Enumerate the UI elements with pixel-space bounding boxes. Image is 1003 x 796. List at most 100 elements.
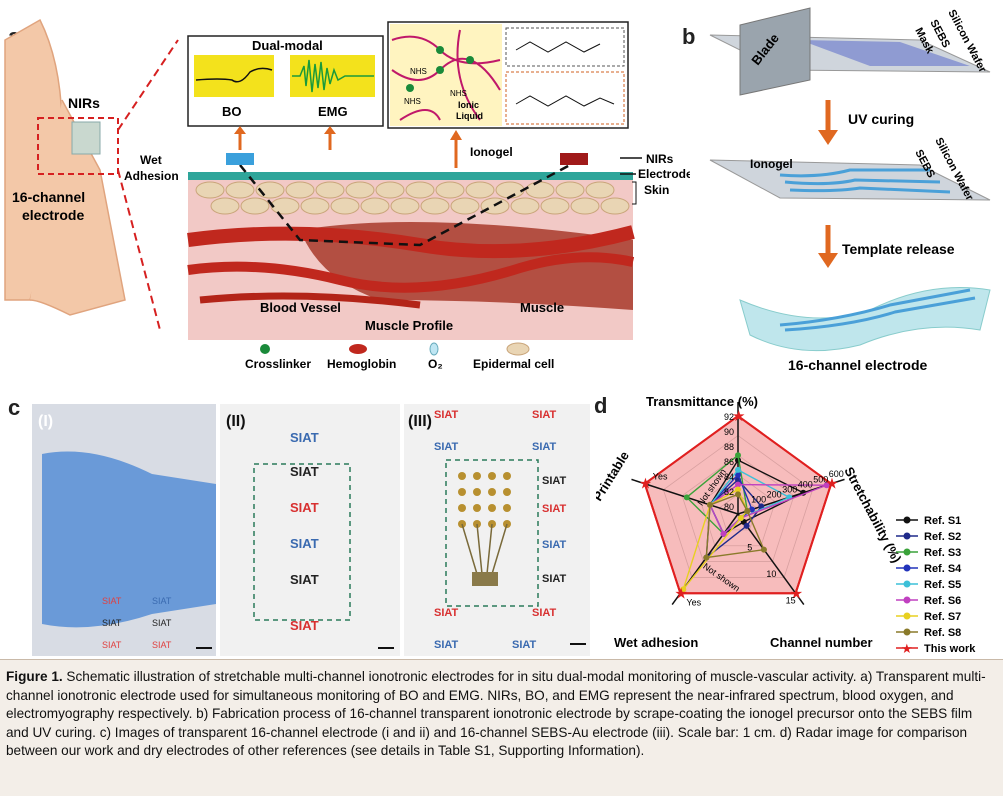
siat-iii-9: SIAT (434, 607, 459, 619)
tick-stretchability: 600 (829, 469, 844, 479)
radar-ring (718, 493, 758, 531)
tick-transmittance: 80 (724, 502, 734, 512)
series-marker: ★ (674, 585, 687, 602)
siat-i-1: SIAT (102, 596, 122, 606)
sub-iii-label: (III) (408, 413, 432, 430)
nir-light-path (239, 163, 571, 247)
siat-ii-4: SIAT (290, 536, 319, 551)
arm-electrode-label: 16-channel (12, 189, 85, 205)
siat-i-6: SIAT (152, 640, 172, 650)
right-electrode-label: Electrode (638, 167, 690, 181)
epidermal-cells (195, 181, 630, 215)
legend-label: This work (924, 643, 976, 655)
series-ref-s8 (705, 493, 765, 559)
legend-o2: O₂ (428, 357, 443, 371)
series-marker (707, 501, 714, 508)
ionic-liquid-label: Ionic (458, 100, 479, 110)
caption-text: Schematic illustration of stretchable mu… (6, 669, 986, 759)
ionogel-network-bg (390, 24, 502, 126)
arm-electrode-patch (71, 121, 101, 155)
figure-caption: Figure 1. Schematic illustration of stre… (0, 659, 1003, 796)
siat-i-5: SIAT (102, 640, 122, 650)
radar-chart: ★★★★★ Transmittance (%)Stretchability (%… (596, 394, 976, 656)
tick-printable: Yes (653, 472, 668, 482)
siat-i-3: SIAT (102, 618, 122, 628)
right-nirs-label: NIRs (646, 152, 674, 166)
panel-b-figure: Blade Mask SEBS Silicon Wafer UV curing … (709, 7, 991, 373)
legend-hemoglobin-icon (349, 344, 367, 354)
template-release-label: Template release (842, 241, 955, 257)
siat-iii-3: SIAT (434, 441, 459, 453)
tick-stretchability: 500 (813, 474, 828, 484)
siat-iii-6: SIAT (542, 503, 567, 515)
axis-label: Wet adhesion (614, 635, 698, 650)
bo-label: BO (222, 104, 242, 119)
tick-channel: 10 (766, 569, 776, 579)
series-ref-s6 (709, 483, 827, 535)
panel-b-letter: b (682, 24, 696, 49)
series-marker (735, 491, 741, 498)
nir-emitter (226, 153, 254, 165)
emg-signal-line (292, 59, 374, 93)
series-marker: ★ (825, 476, 838, 493)
tick-transmittance: 88 (724, 442, 734, 452)
nhs-label-3: NHS (404, 97, 421, 106)
nhs-label-2: NHS (450, 89, 467, 98)
siat-iii-5: SIAT (542, 475, 567, 487)
tick-transmittance: 86 (724, 457, 734, 467)
siat-iii-2: SIAT (532, 409, 557, 421)
blood-vessel-2 (187, 252, 635, 293)
legend-marker (903, 532, 911, 540)
dual-modal-title: Dual-modal (252, 38, 323, 53)
electrode-outline-ii (253, 463, 351, 621)
siat-iii-11: SIAT (434, 639, 459, 651)
legend-o2-icon (429, 342, 439, 356)
legend-epidermal-icon (506, 342, 530, 356)
series-marker (683, 494, 690, 501)
axis-label: Channel number (770, 635, 873, 650)
tick-wet-adhesion: Yes (686, 597, 701, 607)
series-marker (720, 530, 727, 537)
panel-a-figure: NIRs 16-channel electrode (4, 18, 690, 371)
arm-zoom-box (37, 117, 119, 175)
sub-ii-label: (II) (226, 413, 246, 430)
axis-label: Transmittance (%) (646, 394, 758, 409)
glove-hand (42, 451, 216, 628)
siat-iii-12: SIAT (512, 639, 537, 651)
legend-label: Ref. S1 (924, 515, 961, 527)
siat-ii-3: SIAT (290, 500, 319, 515)
siat-i-4: SIAT (152, 618, 172, 628)
legend-marker (903, 612, 911, 620)
series-marker: ★ (639, 476, 652, 493)
blade (739, 7, 811, 96)
series-marker (737, 514, 744, 521)
photo-ii (220, 404, 400, 656)
tick-transmittance: 84 (724, 472, 734, 482)
tick-channel: 15 (786, 595, 796, 605)
series-marker (735, 466, 741, 473)
tick-transmittance: 92 (724, 412, 734, 422)
photo-iii (404, 404, 590, 656)
siat-ii-1: SIAT (290, 430, 319, 445)
legend-label: Ref. S3 (924, 547, 961, 559)
ionogel-label: Ionogel (470, 145, 513, 159)
series-marker (735, 471, 741, 478)
gold-electrode (458, 472, 511, 586)
radar-ring (662, 435, 814, 578)
ionogel-label-b: Ionogel (750, 157, 793, 171)
siat-iii-10: SIAT (532, 607, 557, 619)
zoom-line-top (117, 39, 179, 131)
radar-ring (700, 474, 776, 547)
legend-label: Ref. S5 (924, 579, 961, 591)
mask-pattern (800, 40, 970, 66)
legend-marker (903, 564, 911, 572)
legend-crosslinker-icon (260, 344, 270, 354)
legend-marker (903, 580, 911, 588)
series-marker (680, 586, 687, 593)
emg-label: EMG (318, 104, 348, 119)
series-marker: ★ (732, 408, 745, 425)
sub-i-label: (I) (38, 413, 53, 430)
series-marker (735, 452, 741, 459)
ionic-liquid-label-2: Liquid (456, 111, 483, 121)
